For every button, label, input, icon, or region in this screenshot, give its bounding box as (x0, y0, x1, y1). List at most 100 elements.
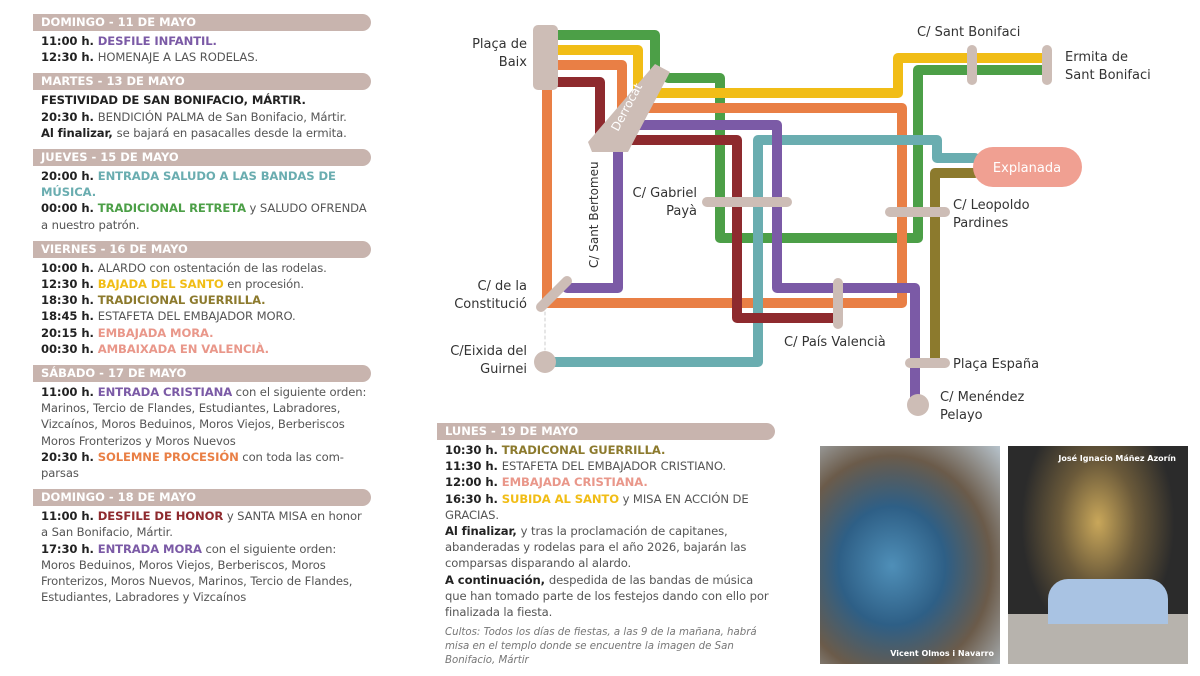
cultos-note: Cultos: Todos los días de fiestas, a las… (445, 627, 757, 667)
photo-festero-cristiano: José Ignacio Máñez Azorín (1008, 446, 1188, 664)
label-constitucio-2: Constitució (454, 297, 527, 312)
label-placa-baix-2: Baix (499, 55, 527, 70)
event-title: DESFILE DE HONOR (97, 509, 224, 524)
schedule-entry: 18:30 h. TRADICIONAL GUERRILLA. (33, 292, 371, 308)
label-placa-baix: Plaça de (472, 37, 527, 52)
event-title: SOLEMNE PROCESIÓN (97, 449, 239, 464)
schedule-entry: 20:30 h. BENDICIÓN PALMA de San Bonifaci… (33, 109, 371, 125)
entry-text: se bajará en pasacalles desde la ermita. (116, 125, 347, 140)
entry-text: ALARDO con ostentación de las rodelas. (97, 260, 327, 275)
label-constitucio: C/ de la (477, 279, 527, 294)
label-sant-bonifaci: C/ Sant Bonifaci (917, 25, 1020, 40)
day-header: VIERNES - 16 DE MAYO (33, 240, 371, 258)
label-menendez-2: Pelayo (940, 408, 983, 423)
station-guirnei[interactable] (534, 351, 556, 373)
entry-time: A continuación, (445, 572, 549, 587)
event-title: EMBAJADA CRISTIANA. (501, 475, 648, 490)
entry-time: 16:30 h. (445, 491, 502, 506)
station-explanada[interactable] (973, 147, 1082, 187)
entry-text: ESTAFETA DEL EMBAJADOR CRISTIANO. (501, 459, 726, 474)
entry-text: con el siguiente orden: Marinos, Tercio … (41, 385, 367, 448)
entry-time: 11:30 h. (445, 459, 502, 474)
entry-time: FESTIVIDAD DE SAN BONIFACIO, MÁRTIR. (41, 93, 306, 108)
event-title: DESFILE INFANTIL. (97, 34, 217, 48)
event-title: EMBAJADA MORA. (97, 325, 214, 340)
entry-time: 17:30 h. (41, 541, 98, 556)
route-line-teal (543, 135, 980, 367)
entry-time: 00:00 h. (41, 201, 98, 216)
entry-time: 11:00 h. (41, 509, 98, 524)
schedule-entry: Al finalizar, se bajará en pasacalles de… (33, 125, 371, 141)
photo-credit: José Ignacio Máñez Azorín (1058, 454, 1176, 463)
label-sant-bertomeu: C/ Sant Bertomeu (587, 161, 601, 268)
entry-time: 18:30 h. (41, 293, 98, 308)
entry-time: 10:30 h. (445, 443, 502, 457)
event-title: AMBAIXADA EN VALENCIÀ. (97, 341, 269, 356)
schedule-entry: 11:00 h. DESFILE DE HONOR y SANTA MISA e… (33, 508, 371, 540)
entry-text: BENDICIÓN PALMA de San Bonifacio, Mártir… (97, 109, 347, 124)
entry-time: 11:00 h. (41, 34, 98, 48)
route-line-olive (930, 168, 980, 367)
schedule-entry: 20:00 h. ENTRADA SALUDO A LAS BANDAS DE … (33, 168, 371, 200)
entry-time: 12:00 h. (445, 475, 502, 490)
event-title: SUBIDA AL SANTO (501, 491, 619, 506)
event-title: ENTRADA SALUDO A LAS BANDAS DE MÚSICA. (41, 169, 336, 200)
entry-time: 12:30 h. (41, 277, 98, 292)
entry-time: 18:45 h. (41, 309, 98, 324)
station-constitucio[interactable] (536, 276, 572, 312)
schedule-entry: 10:00 h. ALARDO con ostentación de las r… (33, 260, 371, 276)
day-header: DOMINGO - 11 DE MAYO (33, 14, 371, 31)
schedule-entry: 16:30 h. SUBIDA AL SANTO y MISA EN ACCIÓ… (437, 491, 775, 523)
day-section: VIERNES - 16 DE MAYO 10:00 h. ALARDO con … (33, 240, 371, 357)
photo-credit: Vicent Olmos i Navarro (890, 649, 994, 658)
entry-text: ESTAFETA DEL EMBAJADOR MORO. (97, 309, 296, 324)
event-title: ENTRADA MORA (97, 541, 202, 556)
schedule-entry: A continuación, despedida de las bandas … (437, 572, 775, 621)
station-placa-baix[interactable] (533, 25, 558, 90)
station-menendez[interactable] (907, 394, 929, 416)
entry-time: 00:30 h. (41, 341, 98, 356)
entry-time: Al finalizar, (445, 524, 521, 539)
figure (1048, 579, 1168, 624)
day-section: DOMINGO - 11 DE MAYO 11:00 h. DESFILE INF… (33, 14, 371, 65)
schedule-entry: Al finalizar, y tras la proclamación de … (437, 523, 775, 572)
entry-time: Al finalizar, (41, 125, 117, 140)
schedule-entry: 17:30 h. ENTRADA MORA con el siguiente o… (33, 541, 371, 606)
label-explanada: Explanada (993, 161, 1061, 176)
photo-festera-mora: Vicent Olmos i Navarro (820, 446, 1000, 664)
event-title: TRADICIONAL RETRETA (97, 201, 246, 216)
entry-text: con el siguiente orden: Moros Beduinos, … (41, 541, 353, 605)
station-derrocat[interactable] (588, 64, 670, 152)
event-title: BAJADA DEL SANTO (97, 277, 224, 292)
route-line-green (552, 30, 1052, 243)
day-header: LUNES - 19 DE MAYO (437, 423, 775, 440)
schedule-entry: 20:15 h. EMBAJADA MORA. (33, 325, 371, 341)
route-line-darkred (552, 77, 843, 323)
entry-text: y tras la proclamación de capitanes, aba… (445, 524, 747, 571)
day-header: DOMINGO - 18 DE MAYO (33, 489, 371, 507)
label-ermita: Ermita de (1065, 50, 1128, 65)
schedule-entry: FESTIVIDAD DE SAN BONIFACIO, MÁRTIR. (33, 92, 371, 108)
entry-time: 10:00 h. (41, 260, 98, 275)
day-header: JUEVES - 15 DE MAYO (33, 149, 371, 167)
entry-text: en procesión. (223, 277, 304, 292)
schedule-entry: 00:30 h. AMBAIXADA EN VALENCIÀ. (33, 341, 371, 357)
entry-time: 12:30 h. (41, 50, 98, 65)
schedule-entry: 11:00 h. ENTRADA CRISTIANA con el siguie… (33, 384, 371, 449)
entry-text: con toda las com-parsas (41, 449, 344, 481)
schedule-entry: 12:00 h. EMBAJADA CRISTIANA. (437, 474, 775, 490)
entry-text: y MISA EN ACCIÓN DE GRACIAS. (445, 491, 749, 522)
entry-text: HOMENAJE A LAS RODELAS. (97, 50, 259, 65)
entry-time: 20:30 h. (41, 109, 98, 124)
entry-text: y SALUDO OFRENDA a nuestro patrón. (41, 201, 367, 232)
label-guirnei-2: Guirnei (480, 362, 527, 377)
schedule-entry: 12:30 h. BAJADA DEL SANTO en procesión. (33, 276, 371, 292)
schedule-column: DOMINGO - 11 DE MAYO 11:00 h. DESFILE INF… (33, 14, 371, 613)
schedule-entry: 10:30 h. TRADICONAL GUERRILLA. (437, 442, 775, 458)
label-gabriel: C/ Gabriel (633, 186, 697, 201)
event-title: ENTRADA CRISTIANA (97, 385, 233, 400)
